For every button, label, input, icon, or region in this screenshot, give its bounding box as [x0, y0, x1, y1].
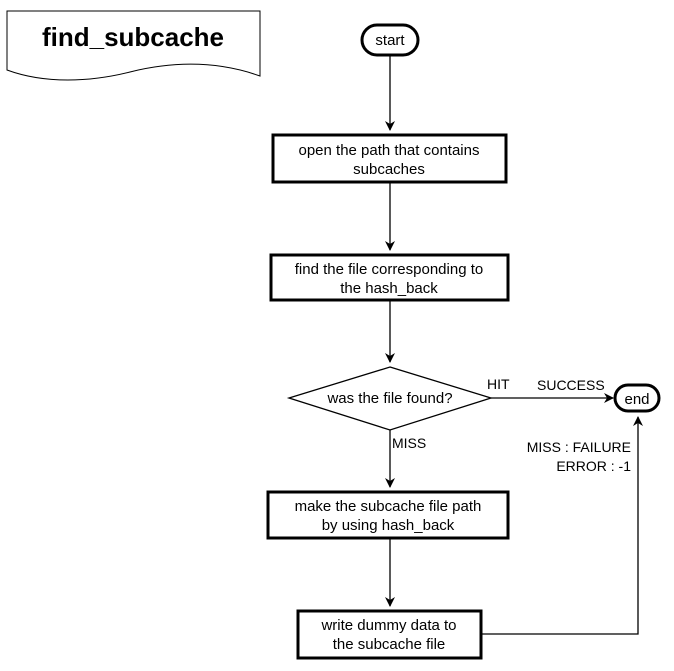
- end-node: end: [613, 383, 661, 413]
- make-path-process: make the subcache file path by using has…: [266, 490, 510, 540]
- open-path-process: open the path that contains subcaches: [271, 133, 508, 184]
- write-dummy-label-line2: the subcache file: [333, 636, 446, 653]
- diagram-title: find_subcache: [42, 22, 224, 52]
- hit-label: HIT: [487, 376, 510, 392]
- title-document-shape: find_subcache: [6, 10, 261, 81]
- miss-failure-label: MISS : FAILURE: [527, 439, 631, 455]
- miss-label: MISS: [392, 435, 426, 451]
- start-label: start: [375, 32, 405, 49]
- write-dummy-process: write dummy data to the subcache file: [296, 609, 483, 660]
- end-label: end: [624, 391, 649, 408]
- find-file-process: find the file corresponding to the hash_…: [269, 253, 510, 302]
- error-label: ERROR : -1: [556, 458, 631, 474]
- start-node: start: [360, 23, 420, 57]
- make-path-label-line2: by using hash_back: [322, 517, 455, 534]
- find-file-label-line2: the hash_back: [340, 280, 438, 297]
- open-path-label-line1: open the path that contains: [299, 142, 480, 159]
- decision-label: was the file found?: [326, 390, 452, 407]
- find-file-label-line1: find the file corresponding to: [295, 261, 483, 278]
- open-path-label-line2: subcaches: [353, 161, 425, 178]
- write-dummy-label-line1: write dummy data to: [320, 617, 456, 634]
- edge-write-dummy-to-end: [481, 416, 643, 635]
- file-found-decision: was the file found?: [286, 366, 494, 431]
- success-label: SUCCESS: [537, 377, 605, 393]
- make-path-label-line1: make the subcache file path: [295, 498, 482, 515]
